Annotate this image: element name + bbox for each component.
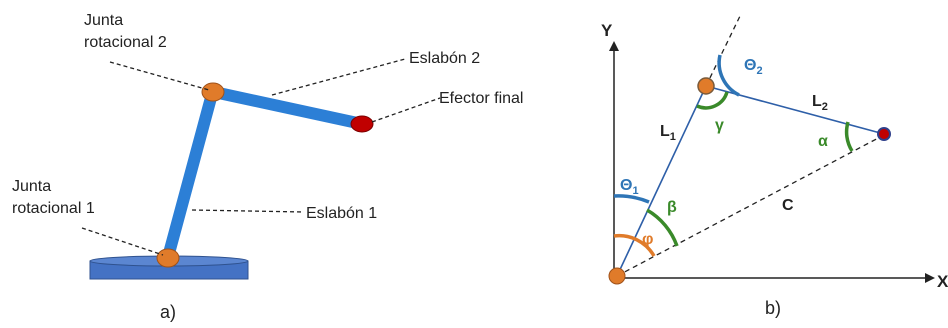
joint-1 [156, 248, 180, 268]
panel-b-caption: b) [765, 298, 781, 318]
c-label: C [782, 197, 794, 214]
leader-lines [81, 58, 441, 256]
middle-joint [697, 77, 715, 95]
end-effector [350, 115, 374, 133]
panel-a: Junta rotacional 2 Eslabón 2 Efector fin… [12, 12, 523, 322]
beta-label: β [667, 199, 677, 216]
l2-label: L2 [812, 93, 828, 113]
alpha-label: α [818, 133, 828, 150]
link-2-label: Eslabón 2 [409, 50, 480, 67]
joint-1-label-line2: rotacional 1 [12, 200, 95, 217]
gamma-arc [696, 91, 729, 110]
phi-label: φ [642, 231, 653, 248]
gamma-label: γ [715, 117, 724, 134]
theta2-label: Θ2 [744, 57, 763, 77]
joint-1-label-line1: Junta [12, 178, 51, 195]
line-c [616, 134, 885, 277]
beta-arc [646, 208, 679, 247]
end-joint [877, 127, 891, 141]
panel-a-caption: a) [160, 302, 176, 322]
link-1-label: Eslabón 1 [306, 205, 377, 222]
joint-2 [201, 82, 225, 102]
joint-2-label-line1: Junta [84, 12, 123, 29]
phi-arc [613, 233, 656, 257]
l1-label: L1 [660, 123, 676, 143]
link-1-extension [705, 13, 742, 87]
link-1 [162, 88, 218, 263]
link-2 [208, 86, 368, 130]
theta1-label: Θ1 [620, 177, 639, 197]
origin-joint [608, 267, 626, 285]
theta2-arc [717, 54, 740, 97]
panel-b: Y X L1 L2 C Θ1 Θ2 β φ γ α b) [601, 13, 948, 318]
link-l1 [616, 85, 707, 277]
end-effector-label: Efector final [439, 90, 523, 107]
y-axis-label: Y [601, 21, 613, 40]
joint-2-label-line2: rotacional 2 [84, 34, 167, 51]
x-axis-label: X [937, 272, 948, 291]
theta1-arc [613, 194, 650, 204]
alpha-arc [844, 121, 854, 152]
